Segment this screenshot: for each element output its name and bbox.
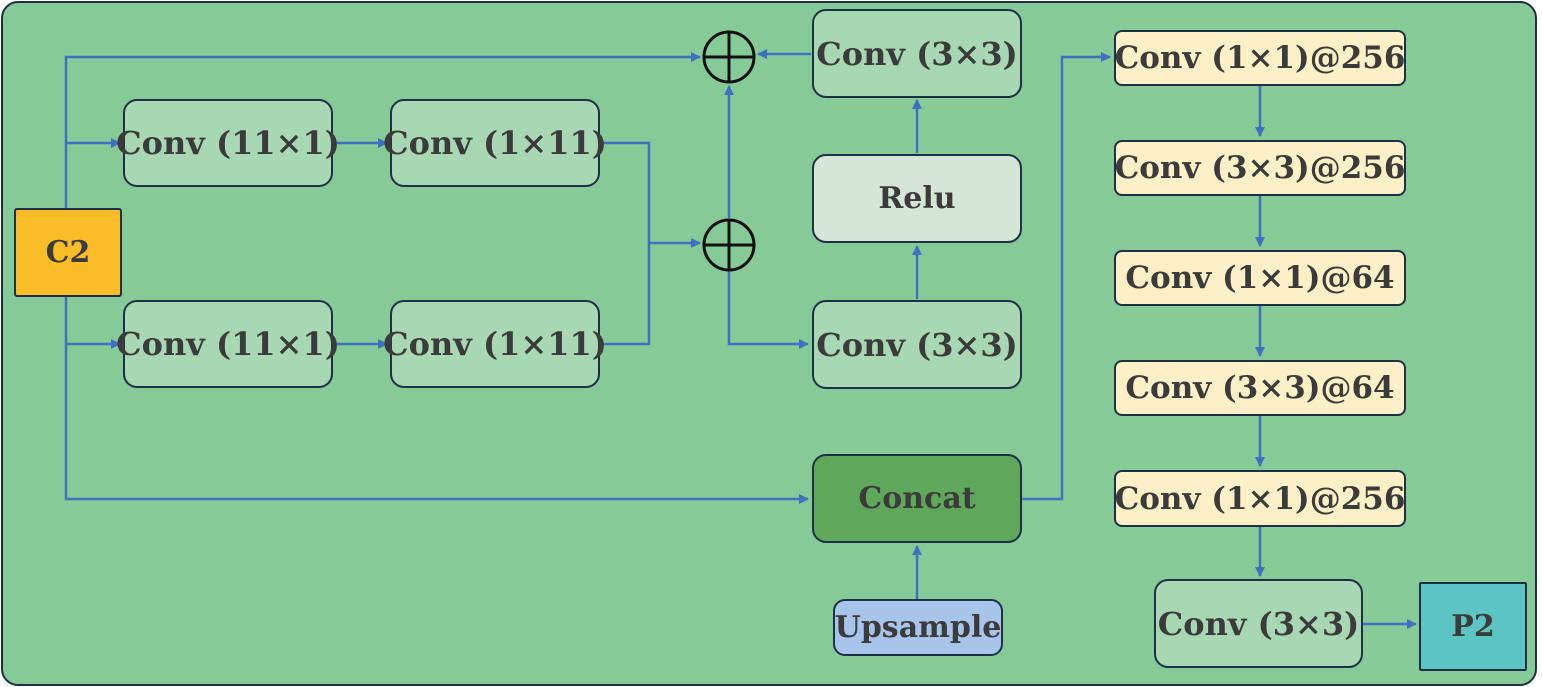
relu-node: Relu: [812, 154, 1022, 243]
top-adder-symbol: [702, 30, 756, 84]
conv-1x1-256-node-1: Conv (1×1)@256: [1114, 30, 1406, 86]
conv-3x3-mid-node: Conv (3×3): [812, 300, 1022, 389]
edge-bottom-branch-to-mid-adder: [600, 243, 651, 346]
conv-1x11-bottom-node: Conv (1×11): [383, 300, 607, 388]
conv-1x11-top-node: Conv (1×11): [383, 99, 607, 187]
edge-mid-adder-to-conv3: [727, 270, 809, 349]
conv-3x3-64-node: Conv (3×3)@64: [1114, 360, 1406, 416]
conv-1x1-64-node: Conv (1×1)@64: [1114, 250, 1406, 306]
mid-adder-symbol: [702, 218, 756, 272]
edge-c2-to-concat: [64, 297, 809, 504]
conv-11x1-top-node: Conv (11×1): [116, 99, 340, 187]
upsample-node: Upsample: [833, 599, 1003, 656]
concat-node: Concat: [812, 454, 1022, 543]
edge-top-branch-to-mid-adder: [600, 141, 701, 248]
conv-3x3-top-node: Conv (3×3): [812, 9, 1022, 98]
c2-input-node: C2: [14, 208, 122, 297]
p2-output-node: P2: [1419, 582, 1527, 671]
conv-3x3-256-node: Conv (3×3)@256: [1114, 140, 1406, 196]
conv-3x3-final-node: Conv (3×3): [1154, 579, 1363, 668]
edge-concat-to-yellow-stack: [1022, 52, 1111, 501]
conv-11x1-bottom-node: Conv (11×1): [116, 300, 340, 388]
edge-c2-to-top-adder: [64, 52, 701, 208]
conv-1x1-256-node-2: Conv (1×1)@256: [1114, 470, 1406, 527]
